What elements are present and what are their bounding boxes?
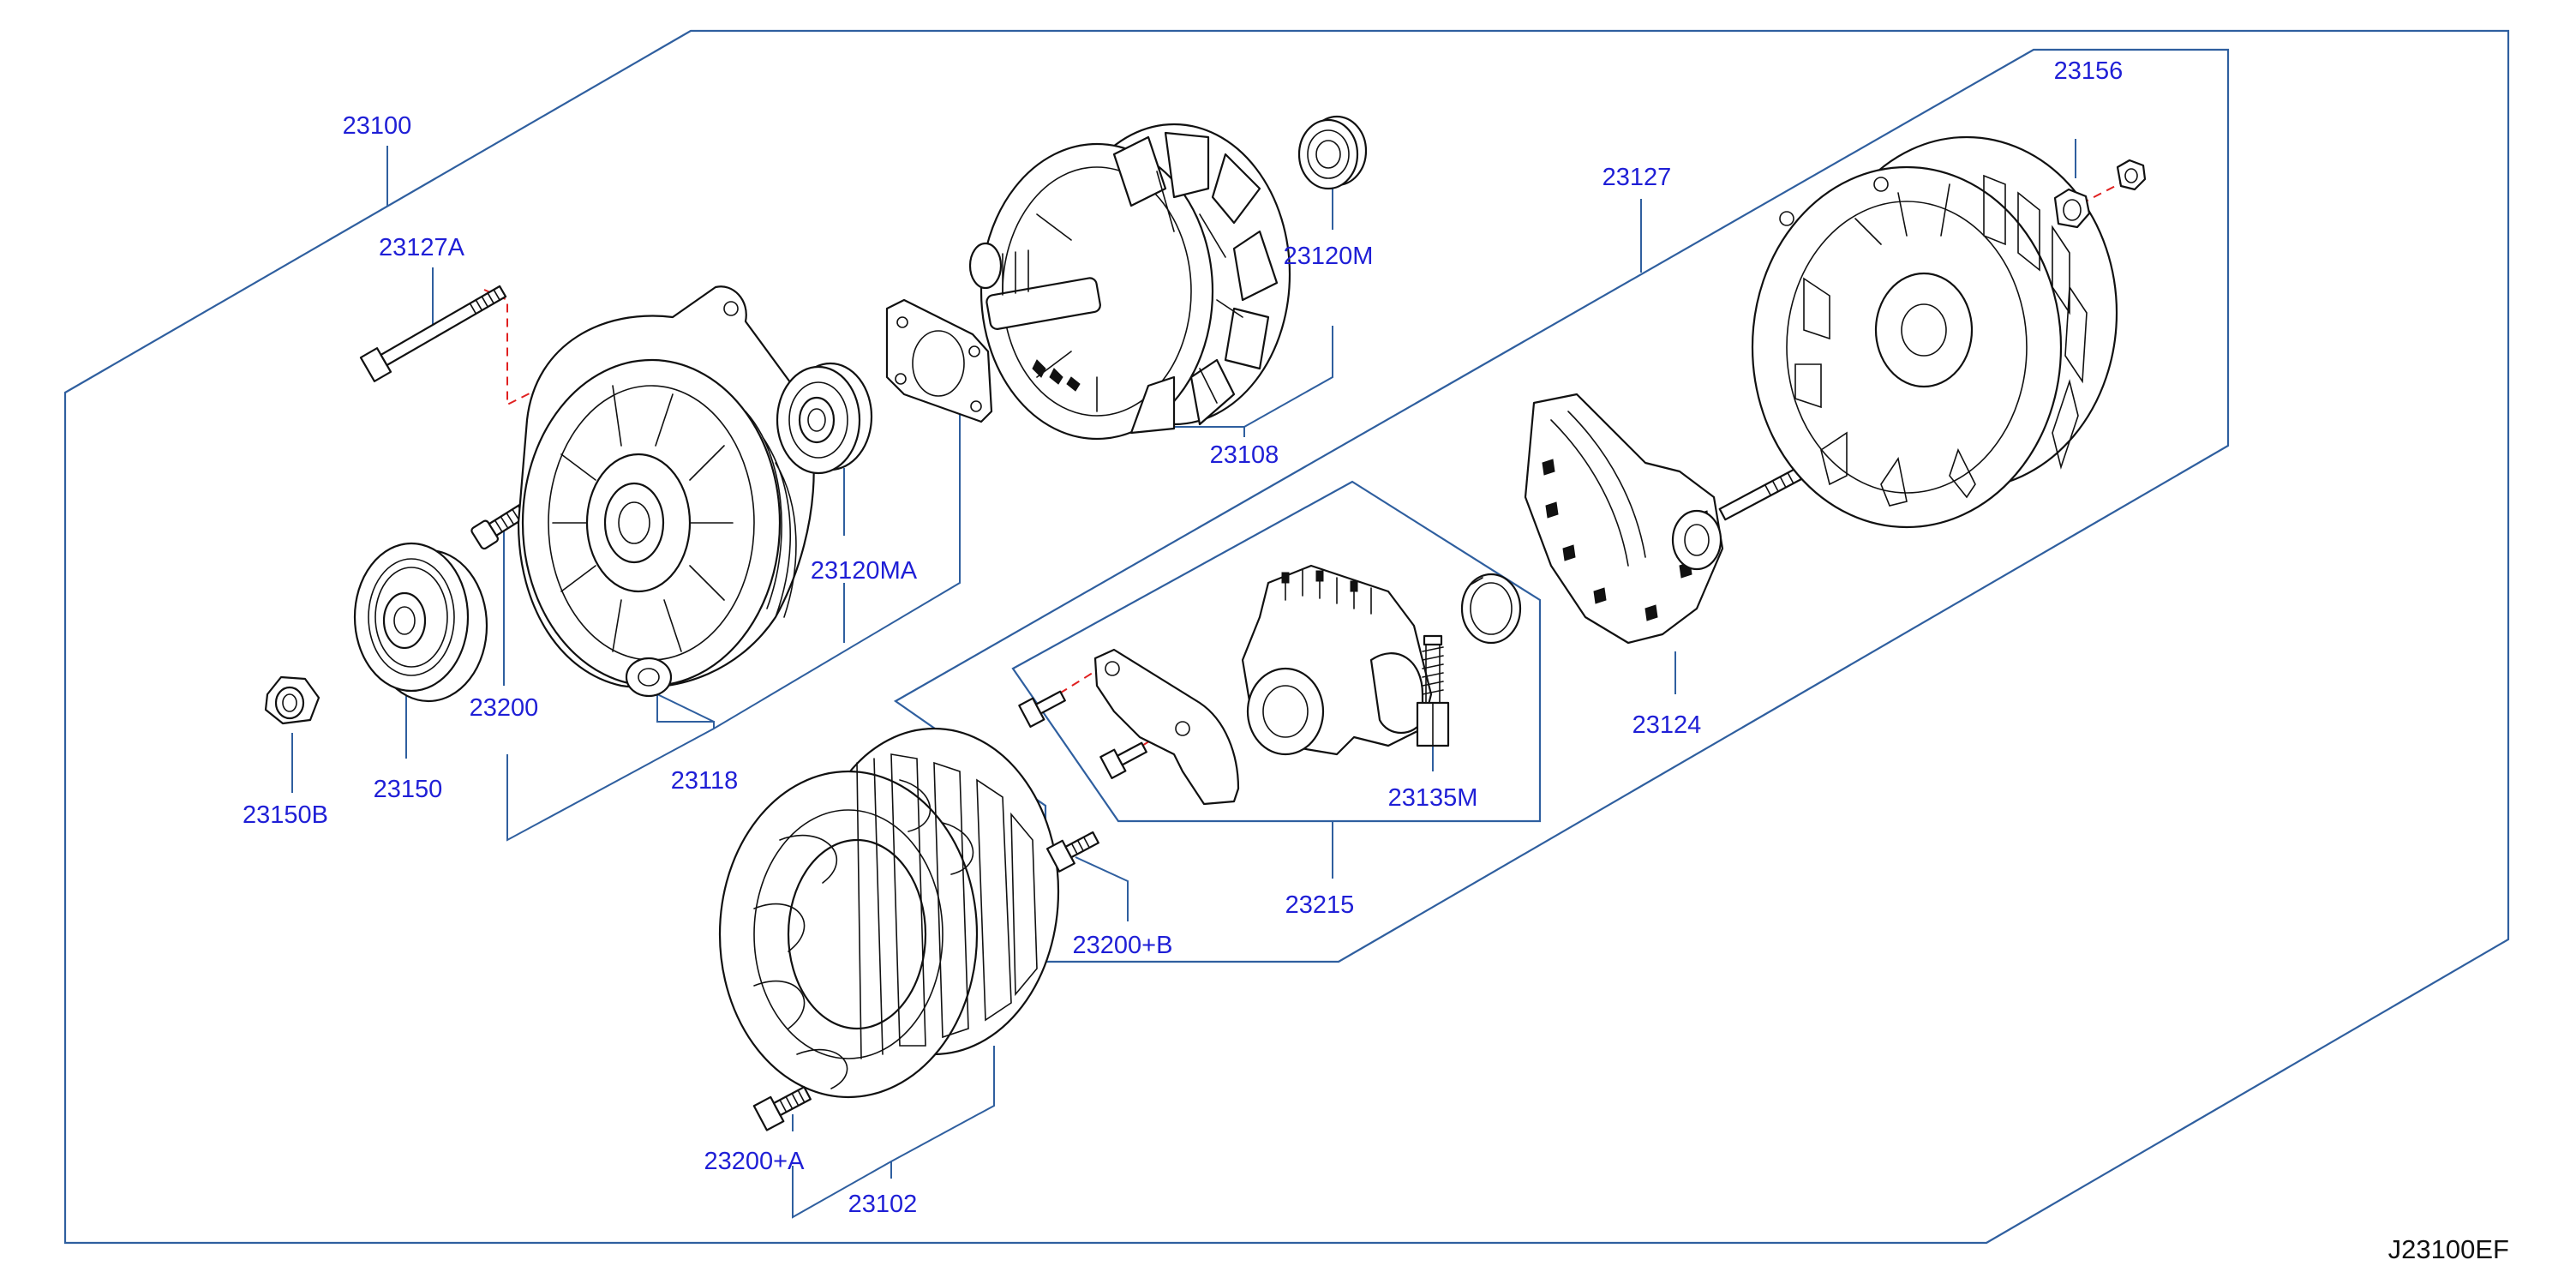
pulley-drawing bbox=[353, 542, 488, 703]
label-23120M[interactable]: 23120M bbox=[1284, 243, 1374, 270]
label-23108[interactable]: 23108 bbox=[1210, 441, 1279, 469]
label-23120MA[interactable]: 23120MA bbox=[811, 557, 918, 585]
rotor-drawing bbox=[968, 123, 1291, 441]
terminal-nut-drawing bbox=[2053, 159, 2147, 229]
rear-bearing-drawing bbox=[1297, 115, 1368, 190]
label-23135M[interactable]: 23135M bbox=[1388, 784, 1478, 812]
label-23200A[interactable]: 23200+A bbox=[704, 1148, 806, 1175]
front-housing-drawing bbox=[517, 285, 815, 698]
brush-drawing bbox=[1416, 634, 1450, 747]
front-bearing-drawing bbox=[776, 362, 873, 475]
snap-ring-drawing bbox=[1460, 573, 1522, 645]
diagram-reference-code: J23100EF bbox=[2388, 1234, 2509, 1264]
rear-housing-drawing bbox=[1751, 135, 2118, 529]
label-23150B[interactable]: 23150B bbox=[243, 801, 328, 829]
label-23118[interactable]: 23118 bbox=[671, 767, 739, 795]
label-23156[interactable]: 23156 bbox=[2054, 57, 2124, 85]
regulator-bracket-drawing bbox=[1018, 648, 1240, 806]
bearing-retainer-drawing bbox=[885, 298, 993, 423]
label-23124[interactable]: 23124 bbox=[1632, 711, 1702, 739]
regulator-assembly-frame bbox=[1011, 480, 1542, 823]
leader-23118 bbox=[506, 403, 961, 842]
label-23200[interactable]: 23200 bbox=[470, 694, 539, 722]
label-23200B[interactable]: 23200+B bbox=[1073, 932, 1173, 959]
screw-23200A-drawing bbox=[752, 1086, 812, 1131]
through-bolt-drawing bbox=[359, 285, 507, 382]
label-23100[interactable]: 23100 bbox=[343, 112, 412, 140]
nut-alignment-line bbox=[2080, 181, 2124, 205]
label-23127[interactable]: 23127 bbox=[1603, 164, 1672, 191]
leader-23200B bbox=[1075, 856, 1129, 921]
part-labels: 23100 23127A 23150B 23150 23200 23118 23… bbox=[243, 57, 2123, 1218]
label-23102[interactable]: 23102 bbox=[848, 1191, 918, 1218]
label-23150[interactable]: 23150 bbox=[374, 776, 443, 803]
rectifier-drawing bbox=[1524, 393, 1818, 645]
stator-drawing bbox=[718, 727, 1060, 1099]
label-23215[interactable]: 23215 bbox=[1285, 891, 1355, 919]
outer-assembly-frame bbox=[63, 29, 2510, 1245]
label-23127A[interactable]: 23127A bbox=[379, 234, 465, 261]
screw-23200B-drawing bbox=[1045, 831, 1099, 873]
screw-alignment-line-1 bbox=[1046, 672, 1093, 702]
regulator-drawing bbox=[1241, 564, 1433, 756]
pulley-nut-drawing bbox=[264, 675, 321, 725]
